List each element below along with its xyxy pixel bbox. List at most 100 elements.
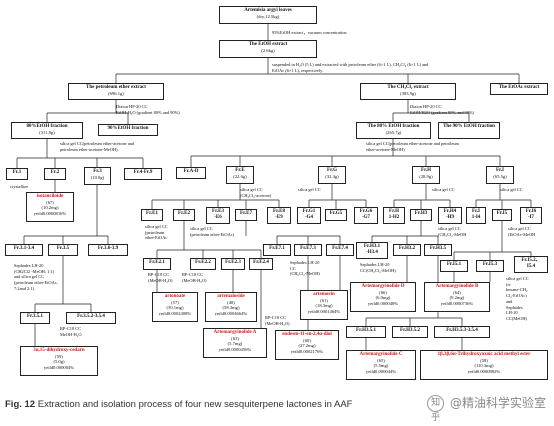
fraction-box-pe80: 80%EtOH fraction(311.8g) bbox=[11, 122, 83, 139]
node-title: Fr.G5 bbox=[329, 210, 343, 216]
node-title: Artemargyinolide C bbox=[359, 351, 403, 357]
node-value: (311.8g) bbox=[39, 129, 55, 135]
fraction-box-frH: Fr.H(28.9g) bbox=[412, 166, 440, 184]
node-title: Fr.E2 bbox=[178, 210, 190, 216]
fraction-box-frh32: Fr.H3.2 bbox=[393, 244, 421, 256]
fraction-box-fre7: Fr.E7 bbox=[235, 209, 257, 221]
node-title: Fr.4-Fr.9 bbox=[133, 169, 153, 175]
node-title: Fr.I5.2、 I5.4 bbox=[521, 257, 541, 269]
method-note: silica gel CC (CH₂Cl₂-acetone) bbox=[240, 187, 272, 198]
fraction-box-fr34: Fr.3.1-3.4 bbox=[5, 244, 43, 256]
compound-box-ester: 1β,3β,6α-Trihydroxyoxoic acid methyl est… bbox=[420, 350, 548, 380]
node-value: (22.6g) bbox=[233, 173, 247, 179]
node-title: Fr.1 bbox=[12, 169, 22, 175]
fraction-box-frg5: Fr.G5 bbox=[325, 209, 347, 221]
node-title: Fr.G bbox=[327, 167, 337, 173]
method-note: silica gel CC(petroleum ether-acetone an… bbox=[60, 141, 135, 152]
method-note: silica gel CC (EtOAc-MeOH bbox=[508, 226, 536, 237]
method-note: Diaion HP-20 CC EtOH-H₂O (gradient 80% a… bbox=[116, 104, 180, 115]
node-title: 80%EtOH fraction bbox=[26, 123, 68, 129]
node-title: Fr.I5.1 bbox=[446, 261, 462, 267]
fraction-box-frG: Fr.G(32.4g) bbox=[318, 166, 346, 184]
method-note: RP-C18 CC (MeOH-H₂O) bbox=[265, 315, 290, 326]
zhihu-logo-icon: 知乎 bbox=[427, 395, 445, 423]
node-title: Fr.I5 bbox=[496, 210, 508, 216]
fraction-box-fre73: Fr.E7.3 bbox=[294, 244, 322, 256]
fraction-box-fr49: Fr.4-Fr.9 bbox=[124, 168, 162, 180]
node-title: Artemargyinolide B bbox=[435, 283, 479, 289]
node-title: Fr.3.5 bbox=[56, 245, 70, 251]
fraction-box-fre2: Fr.E2 bbox=[173, 209, 195, 221]
node-title: Fr.A-D bbox=[183, 168, 199, 174]
node-title: Fr.3.5.2-3.5.4 bbox=[77, 313, 105, 319]
node-value: (63) (5.7mg) yeild0.0000456% bbox=[218, 335, 252, 353]
method-note: RP-C18 CC MeOH-H₂O bbox=[60, 326, 82, 337]
node-value: (32.4g) bbox=[325, 173, 339, 179]
node-value: (58) (110.3mg) yeild0.0000882% bbox=[467, 357, 501, 375]
method-note: Sephades LH-20 (CH2Cl2 -MeOH; 1:1) and s… bbox=[14, 263, 58, 291]
node-title: Fr.E2.1 bbox=[149, 259, 165, 265]
node-title: isotanciloide bbox=[36, 193, 64, 199]
fraction-box-root: Artemisia argyi leaves(dry,12.5kg) bbox=[219, 6, 317, 24]
fraction-box-fri5: Fr.I5 bbox=[492, 209, 512, 221]
fraction-box-fr351: Fr.3.5.1 bbox=[20, 312, 50, 324]
fraction-box-frh12: Fr.H 1-H2 bbox=[383, 207, 405, 224]
fraction-box-ch80: The 80% EtOH fraction(265.7g) bbox=[356, 122, 431, 139]
node-title: Fr.H3.1 -H3.4 bbox=[363, 243, 381, 255]
method-note: 95%EtOH extract，vacuum concentration bbox=[272, 30, 347, 35]
node-title: Fr.H bbox=[421, 167, 431, 173]
compound-box-artonate: artonoate(57) (30.1mg) yeild0.0002408% bbox=[152, 292, 198, 322]
fraction-box-fr1: Fr.1 bbox=[6, 168, 28, 180]
node-title: Fr.H3 bbox=[414, 210, 428, 216]
node-title: The EtOH extract bbox=[248, 41, 288, 47]
node-value: (61) (18.3mg) yeild0.0001464% bbox=[307, 297, 341, 315]
fraction-box-frh351: Fr.H3.5.1 bbox=[346, 326, 386, 338]
fraction-box-fri52: Fr.I5.2、 I5.4 bbox=[514, 256, 548, 273]
node-title: Fr.H3.5.3-3.5.4 bbox=[446, 327, 478, 333]
method-note: silica gel CC (CH₂Cl₂-MeOH bbox=[438, 226, 467, 237]
node-title: Fr.G6 -G7 bbox=[359, 208, 373, 220]
compound-box-artemA: Artemargyinolide A(63) (5.7mg) yeild0.00… bbox=[203, 328, 267, 358]
node-title: Artemargyinolide A bbox=[213, 329, 257, 335]
watermark-handle: @精油科学实验室 bbox=[449, 396, 546, 410]
fraction-box-frh352: Fr.H3.5.2 bbox=[392, 326, 428, 338]
node-title: Fr.2 bbox=[50, 169, 60, 175]
fraction-box-fri51: Fr.I5.1 bbox=[440, 260, 468, 272]
node-title: The petroleum ether extract bbox=[86, 84, 146, 90]
method-note: silica gel CC (petroleum ether-EtOAc) bbox=[190, 226, 235, 237]
fraction-box-frE: Fr.E(22.6g) bbox=[226, 166, 254, 184]
method-note: crystallize bbox=[10, 184, 29, 189]
fraction-box-frg14: Fr.G1 -G4 bbox=[297, 207, 321, 224]
figure-title: Extraction and isolation process of four… bbox=[37, 399, 353, 410]
node-value: (696.1g) bbox=[108, 90, 124, 96]
compound-box-artemD: Artemargyinolide D(66) (6.0mg) yeild0.00… bbox=[350, 282, 416, 312]
node-value: (265.7g) bbox=[385, 129, 402, 135]
fraction-box-frAD: Fr.A-D bbox=[176, 167, 206, 179]
node-value: (48) (58.3mg) yeild0.0004664% bbox=[214, 299, 248, 317]
node-title: Fr.H3.2 bbox=[398, 245, 416, 251]
compound-box-artemB: Artemargyinolide B(64) (9.2mg) yeild0.00… bbox=[424, 282, 490, 312]
node-title: Artemisia argyi leaves bbox=[244, 7, 292, 13]
node-title: Fr.I 1-I4 bbox=[471, 208, 481, 220]
fraction-box-frh49: Fr.H4 -H9 bbox=[438, 207, 462, 224]
method-note: RP-C18 CC (MeOH-H₂O) bbox=[148, 272, 173, 283]
node-title: The 90% EtOH fraction bbox=[443, 123, 495, 129]
node-value: (57) (30.1mg) yeild0.0002408% bbox=[158, 299, 192, 317]
node-title: Fr.3.5.1 bbox=[26, 313, 44, 319]
fraction-box-frg67: Fr.G6 -G7 bbox=[354, 207, 378, 224]
fraction-box-pe: The petroleum ether extract(696.1g) bbox=[68, 83, 164, 100]
compound-box-artemalo: artemaloside(48) (58.3mg) yeild0.0004664… bbox=[205, 292, 257, 322]
compound-box-cedar: 3α,15-dihydroxy-cedarn(59) (5.0g) yeild0… bbox=[20, 346, 98, 376]
figure-caption: Fig. 12 Extraction and isolation process… bbox=[5, 399, 352, 410]
node-title: Fr.E2.4 bbox=[253, 259, 269, 265]
node-value: (59) (5.0g) yeild0.000004% bbox=[43, 353, 75, 371]
method-note: Diaion HP-20 CC EtOH/H2O (gradient 80% a… bbox=[410, 104, 475, 115]
node-title: The CH₂Cl₂ extract bbox=[387, 84, 429, 90]
fraction-box-fre74: Fr.E7.4 bbox=[326, 244, 354, 256]
node-value: (65.5g) bbox=[493, 173, 507, 179]
fraction-box-fr3523: Fr.3.5.2-3.5.4 bbox=[66, 312, 116, 324]
node-value: (66) (6.0mg) yeild0.000048% bbox=[367, 289, 399, 307]
node-title: Fr.I6 -I7 bbox=[525, 208, 537, 220]
node-title: Fr.E7.3 bbox=[300, 245, 316, 251]
node-title: Fr.3 bbox=[93, 168, 102, 174]
